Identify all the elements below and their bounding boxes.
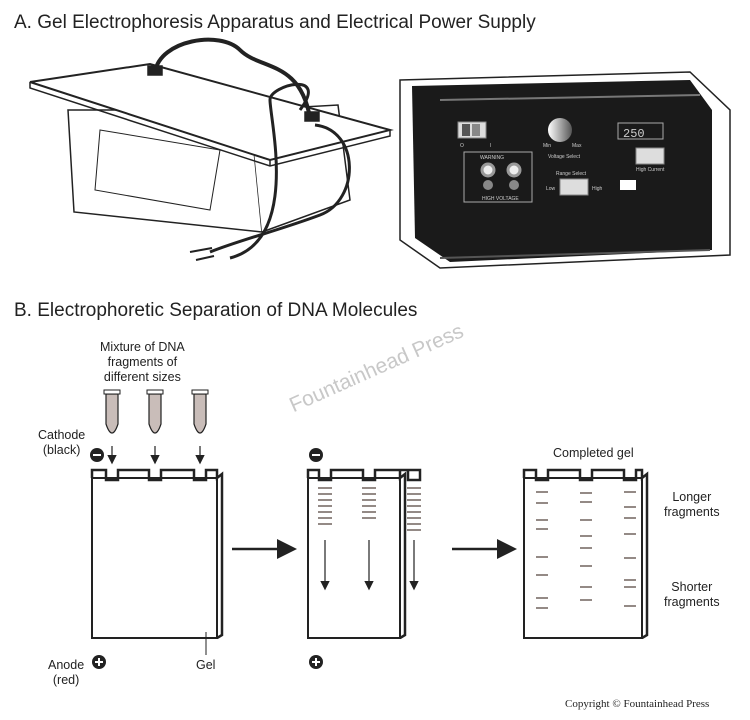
copyright: Copyright © Fountainhead Press xyxy=(565,698,710,710)
max-label: Max xyxy=(572,143,582,149)
gel-label: Gel xyxy=(196,658,216,672)
anode-plus-icon xyxy=(92,655,106,669)
gel-electrophoresis-apparatus xyxy=(29,37,394,261)
section-a-title: A. Gel Electrophoresis Apparatus and Ele… xyxy=(14,12,536,33)
tube-cap xyxy=(191,389,209,395)
completed-gel-label: Completed gel xyxy=(553,446,634,460)
sample-tube xyxy=(148,393,162,434)
range-select-label: Range Select xyxy=(556,171,587,177)
low-label: Low xyxy=(546,186,556,192)
gel-wells xyxy=(522,468,649,640)
longer-fragments-label: Longer fragments xyxy=(664,490,720,519)
shorter-fragments-label: Shorter fragments xyxy=(664,580,720,609)
off-label: O xyxy=(460,143,464,149)
gel-slab xyxy=(523,477,643,639)
on-label: I xyxy=(490,143,491,149)
gel-wells xyxy=(90,468,224,640)
gel-slab xyxy=(307,477,401,639)
sample-tube xyxy=(105,393,119,434)
cathode-minus-icon xyxy=(90,448,104,462)
voltage-display: 250 xyxy=(623,127,645,141)
tube-cap xyxy=(103,389,121,395)
anode-plus-icon xyxy=(309,655,323,669)
min-label: Min xyxy=(543,143,551,149)
electrode-icons xyxy=(90,448,323,669)
cathode-minus-icon xyxy=(309,448,323,462)
voltage-select-label: Voltage Select xyxy=(548,154,581,160)
sample-tube xyxy=(193,393,207,434)
high-current-label: High Current xyxy=(636,167,665,173)
gel-slab xyxy=(91,477,218,639)
tube-cap xyxy=(146,389,164,395)
cathode-label: Cathode (black) xyxy=(38,428,86,457)
high-label: High xyxy=(592,186,603,192)
warning-label: WARNING xyxy=(480,155,504,161)
gels xyxy=(90,389,649,640)
gel-wells xyxy=(306,468,422,640)
anode-label: Anode (red) xyxy=(48,658,85,687)
high-voltage-label: HIGH VOLTAGE xyxy=(482,196,519,202)
section-b-title: B. Electrophoretic Separation of DNA Mol… xyxy=(14,300,418,321)
mixture-label: Mixture of DNA fragments of different si… xyxy=(100,340,185,384)
power-supply: 250 O I WARNING HIGH VOLTAGE Min Max Vol… xyxy=(399,71,731,269)
